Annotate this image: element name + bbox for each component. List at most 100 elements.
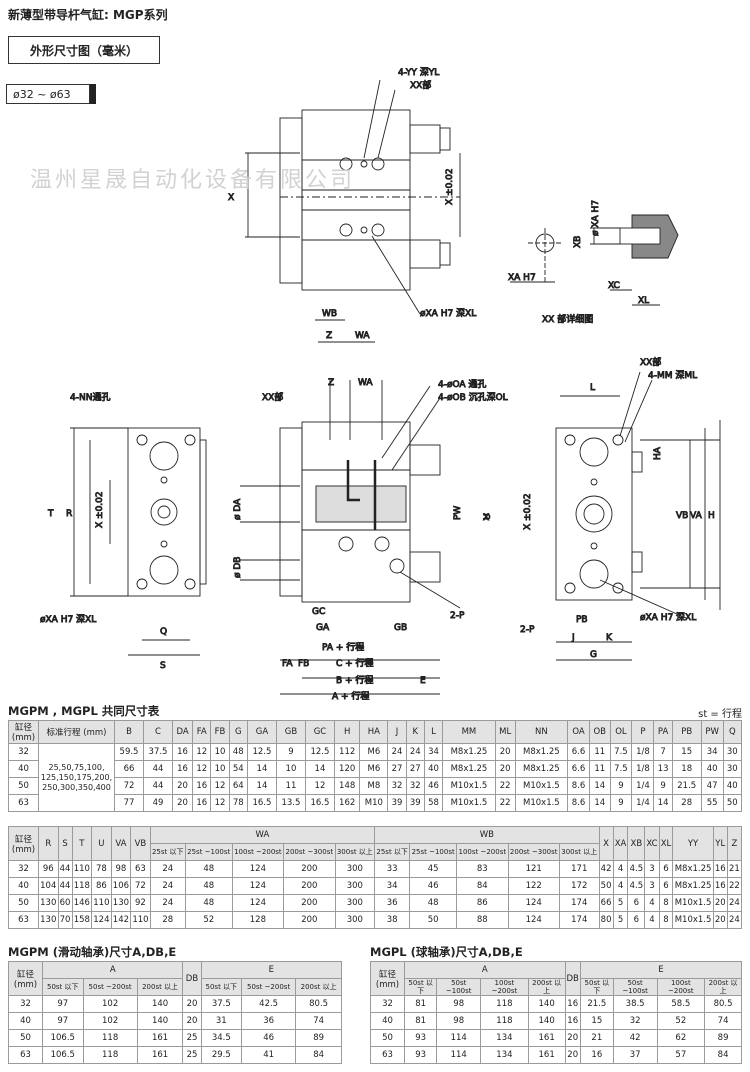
table-cell: 80.5 — [704, 995, 742, 1013]
e4-sub-4: 200st 以上 — [704, 978, 742, 996]
table-cell: 24 — [149, 860, 186, 878]
table-cell: 37.5 — [200, 995, 243, 1013]
table-cell: 118 — [480, 1012, 529, 1030]
table-cell: M10x1.5 — [514, 777, 569, 795]
col-fb: FB — [210, 720, 230, 744]
label-xa-xl-front: øXA H7 深XL — [40, 614, 96, 625]
table3-header-row: 缸径 (mm) A DB E — [8, 961, 343, 996]
table-cell: 63 — [8, 794, 39, 812]
table-cell: 124 — [231, 877, 285, 895]
end-view — [555, 371, 721, 661]
col2-xc: XC — [644, 826, 660, 861]
table-cell: 50 — [409, 911, 458, 929]
col3-db: DB — [182, 961, 202, 996]
a4-sub-1: 50st 以下 — [403, 978, 438, 996]
table-cell: 161 — [527, 1029, 566, 1047]
table-cell: 14 — [653, 794, 673, 812]
table-cell: 34.5 — [200, 1029, 243, 1047]
table-cell: 9 — [653, 777, 673, 795]
table-cell: 50 — [8, 777, 39, 795]
table-cell: 10 — [275, 760, 306, 778]
table-cell: 20 — [564, 1029, 581, 1047]
table-cell: 16 — [171, 743, 194, 761]
table-cell: 84 — [456, 877, 509, 895]
table-cell: 118 — [82, 1029, 138, 1047]
label-two-p-end: 2-P — [520, 625, 535, 635]
table-cell: 74 — [295, 1012, 342, 1030]
table-cell: 200 — [283, 860, 336, 878]
table-cell: 134 — [480, 1046, 529, 1064]
table-cell: 8 — [658, 911, 674, 929]
col-pb: PB — [671, 720, 702, 744]
col-gc: GC — [304, 720, 335, 744]
table-cell: 6.6 — [567, 760, 590, 778]
table-cell: 72 — [130, 877, 151, 895]
table-cell: 93 — [403, 1029, 438, 1047]
label-fb: FB — [298, 659, 309, 669]
table-cell: 40 — [700, 760, 724, 778]
table-cell: 9 — [609, 794, 633, 812]
col-mm: MM — [442, 720, 496, 744]
table-cell: 33 — [374, 860, 411, 878]
table-cell: 20 — [564, 1046, 581, 1064]
table-cell: 77 — [114, 794, 144, 812]
table-cell: 24 — [387, 743, 407, 761]
table-cell: 40 — [8, 1012, 43, 1030]
table-cell: 25 — [182, 1046, 202, 1064]
col2-bore: 缸径 (mm) — [8, 826, 39, 861]
table-cell: 12 — [210, 794, 230, 812]
table-cell: M8x1.25 — [514, 760, 569, 778]
col-gb: GB — [275, 720, 306, 744]
label-xx-part: XX部 — [410, 79, 431, 91]
col4-a: A — [404, 961, 566, 979]
table-cell: 20 — [171, 777, 194, 795]
label-gb: GB — [394, 623, 407, 633]
table-cell: 96 — [38, 860, 59, 878]
wb-sub-4: 200st ~300st — [507, 843, 560, 861]
table-cell: 5 — [612, 894, 629, 912]
table-cell: 6.6 — [567, 743, 590, 761]
table-cell: 1/4 — [631, 777, 655, 795]
table-cell: 12 — [192, 760, 212, 778]
table-cell: 63 — [370, 1046, 405, 1064]
table-cell: 22 — [494, 777, 516, 795]
label-xb: XB — [573, 236, 583, 248]
table-cell: 6 — [627, 894, 646, 912]
table-cell: 8.6 — [567, 794, 590, 812]
a4-sub-4: 200st 以上 — [527, 978, 566, 996]
table-cell: 48 — [184, 894, 233, 912]
table-cell: 300 — [334, 894, 376, 912]
table-cell: 72 — [114, 777, 144, 795]
label-pb: PB — [576, 615, 588, 625]
table-cell: 89 — [295, 1029, 342, 1047]
table-cell: 161 — [136, 1046, 184, 1064]
bore-range-box: ø32 ~ ø63 — [6, 84, 96, 104]
table-cell: 40 — [8, 877, 39, 895]
col-stroke: 标准行程 (mm) — [38, 720, 115, 744]
table-cell: 74 — [704, 1012, 742, 1030]
table-cell: 14 — [246, 760, 277, 778]
table-cell: 148 — [333, 777, 361, 795]
label-va: VA — [690, 511, 703, 521]
table-cell: 20 — [182, 1012, 202, 1030]
col-b: B — [114, 720, 144, 744]
a3-sub-3: 200st 以上 — [136, 978, 184, 996]
col-ga: GA — [246, 720, 277, 744]
table-cell: 16 — [192, 777, 212, 795]
mgpm-table: 缸径 (mm) A DB E 50st 以下 50st ~200st 200st… — [8, 961, 343, 1064]
table-cell: 66 — [114, 760, 144, 778]
technical-drawing: 4-YY 深YL XX部 X X ±0.02 WB Z WA øXA H7 深X… — [40, 67, 721, 700]
table-cell: 171 — [558, 860, 600, 878]
col2-t: T — [71, 826, 93, 861]
table-cell: 124 — [507, 894, 560, 912]
label-vb: VB — [676, 511, 688, 521]
col4-bore: 缸径 (mm) — [370, 961, 405, 996]
table-cell: 110 — [130, 911, 151, 929]
table-cell: 63 — [130, 860, 151, 878]
label-l: L — [590, 383, 595, 393]
table-cell: 64 — [228, 777, 248, 795]
